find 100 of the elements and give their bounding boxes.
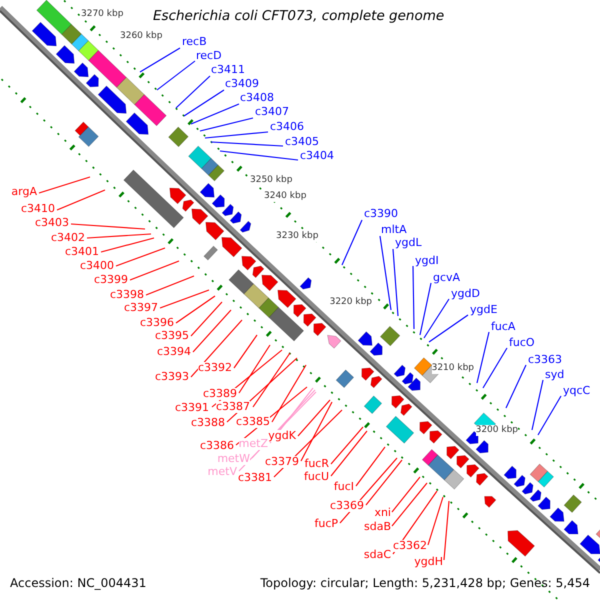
gene-label: metV — [208, 466, 237, 478]
gene-label: c3385 — [236, 416, 270, 428]
gene-label: sdaC — [364, 549, 391, 561]
leader-line — [160, 289, 210, 309]
leader-line — [330, 426, 364, 464]
leader-line — [234, 334, 258, 368]
leader-line — [204, 131, 268, 139]
gene-label: fucI — [334, 481, 354, 493]
gene-label: c3390 — [364, 208, 398, 220]
scale-label: 3210 kbp — [432, 363, 474, 374]
leader-line — [38, 176, 90, 194]
leader-line — [190, 320, 242, 378]
gene-label: ygdE — [470, 304, 498, 316]
leader-line — [427, 496, 444, 546]
leader-line — [506, 364, 526, 408]
gene-label: c3407 — [255, 106, 290, 118]
gene-label: c3388 — [190, 417, 225, 429]
gene-label: c3391 — [174, 402, 209, 414]
leader-line — [424, 298, 450, 338]
leader-line — [200, 117, 254, 132]
leader-line — [140, 48, 180, 72]
gene-label: syd — [545, 369, 564, 381]
gene-label: c3410 — [20, 203, 55, 215]
leader-line — [192, 310, 232, 352]
leader-line — [392, 482, 428, 526]
leader-line — [210, 141, 284, 147]
leader-line — [300, 402, 332, 462]
leader-line — [443, 500, 450, 560]
gene-label: c3397 — [124, 302, 158, 314]
leader-line — [56, 190, 106, 210]
gene-label: fucO — [509, 337, 535, 349]
leader-line — [130, 260, 180, 281]
gene-label: c3369 — [330, 500, 364, 512]
leader-line — [476, 332, 490, 384]
leader-line — [190, 104, 240, 124]
gene-label: c3404 — [300, 150, 334, 162]
gene-label: c3379 — [264, 456, 299, 468]
leader-line — [252, 352, 290, 408]
leader-line — [116, 247, 166, 267]
leader-line — [100, 237, 154, 253]
leader-line — [184, 90, 224, 116]
leader-line — [392, 476, 420, 512]
gene-label: argA — [11, 186, 37, 198]
accession-text: Accession: NC_004431 — [10, 576, 146, 590]
gene-label: c3401 — [64, 246, 99, 258]
gene-label: c3398 — [110, 289, 144, 301]
leader-line — [419, 282, 432, 336]
gene-label: yqcC — [563, 385, 590, 397]
leader-line — [412, 266, 415, 329]
gene-label: fucA — [491, 321, 516, 333]
gene-label: c3411 — [211, 64, 246, 76]
gene-label: c3408 — [240, 92, 274, 104]
leader-line — [70, 223, 146, 230]
gene-label: c3389 — [202, 388, 237, 400]
gene-label: c3399 — [94, 274, 128, 286]
gene-label: c3395 — [154, 330, 189, 342]
leader-line — [428, 314, 468, 342]
leader-line — [176, 76, 210, 108]
leader-line — [482, 348, 508, 388]
gene-label: c3409 — [225, 78, 260, 90]
gene-label: sdaB — [364, 521, 391, 533]
gene-label: c3406 — [270, 121, 304, 133]
gene-label: c3394 — [156, 346, 191, 358]
leader-line — [392, 248, 399, 316]
scale-label: 3230 kbp — [276, 231, 318, 242]
leader-line — [86, 233, 152, 239]
gene-label: ygdL — [395, 237, 422, 249]
leader-line — [176, 296, 216, 324]
title: Escherichia coli CFT073, complete genome — [153, 8, 444, 24]
leader-line — [531, 380, 544, 430]
leader-line — [330, 430, 368, 476]
gene-label: fucP — [314, 518, 338, 530]
leader-line — [156, 60, 196, 90]
gene-label: c3381 — [238, 472, 272, 484]
gene-label: c3403 — [34, 217, 69, 229]
gene-label: c3405 — [285, 136, 320, 148]
gene-label: c3396 — [140, 317, 174, 329]
gene-label: mltA — [381, 224, 407, 236]
gene-label: ygdH — [414, 556, 443, 568]
scale-label: 3200 kbp — [476, 425, 518, 436]
gene-label: ygdK — [268, 430, 296, 442]
scale-label: 3260 kbp — [120, 31, 162, 42]
leader-line — [298, 400, 330, 436]
leader-line — [356, 446, 386, 486]
gene-label: c3363 — [528, 354, 562, 366]
gene-label: c3400 — [80, 260, 114, 272]
leader-line — [146, 275, 194, 296]
leader-line — [272, 364, 306, 422]
gene-label: xni — [374, 507, 391, 519]
gene-label: fucR — [304, 458, 329, 470]
leader-line — [538, 396, 562, 436]
leader-line — [238, 344, 270, 394]
gene-label: metW — [217, 453, 250, 465]
gene-label: recD — [196, 50, 222, 62]
leader-line — [366, 460, 402, 506]
scale-label: 3220 kbp — [330, 297, 372, 308]
gene-label: c3392 — [198, 362, 232, 374]
gene-label: fucU — [304, 471, 329, 483]
gene-label: c3393 — [154, 371, 189, 383]
genome-summary-text: Topology: circular; Length: 5,231,428 bp; Genes: 5,454 — [260, 576, 590, 590]
